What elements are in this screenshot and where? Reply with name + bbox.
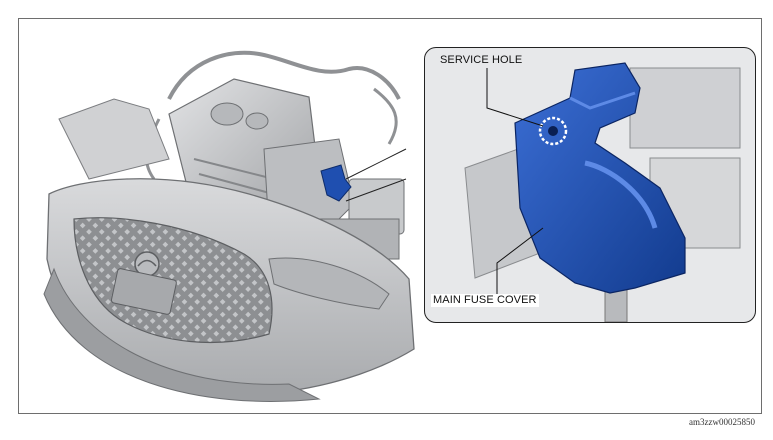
inset-detail-panel: SERVICE HOLE MAIN FUSE COVER: [424, 47, 756, 323]
license-plate: [110, 268, 177, 315]
callout-service-hole: SERVICE HOLE: [440, 54, 523, 66]
lower-spoiler: [43, 267, 321, 402]
fender: [58, 98, 170, 180]
leader-line: [345, 148, 407, 180]
fuse-cover-ridge: [584, 160, 658, 229]
engine-oil-cap: [210, 102, 244, 126]
leader-line: [496, 227, 544, 296]
fuse-cover-small: [320, 164, 352, 202]
engine-oil-cap: [245, 112, 269, 130]
leader-line: [345, 178, 407, 202]
service-hole: [548, 126, 558, 136]
fuse-cover-ridge: [569, 91, 636, 110]
wire-harness: [167, 50, 401, 100]
main-fuse-cover: [514, 62, 686, 294]
callout-main-fuse-cover: MAIN FUSE COVER: [431, 294, 539, 307]
headlight: [268, 257, 390, 310]
background-bracket: [629, 67, 741, 149]
vehicle-front-illustration: [43, 50, 415, 402]
service-hole-marker: [538, 116, 568, 146]
figure-frame: SERVICE HOLE MAIN FUSE COVER: [18, 18, 762, 414]
brand-emblem: [137, 259, 157, 267]
wire-harness: [373, 87, 398, 145]
inset-illustration: [464, 62, 741, 322]
leader-line: [486, 68, 544, 127]
figure-id: am3zzw00025850: [689, 417, 755, 427]
